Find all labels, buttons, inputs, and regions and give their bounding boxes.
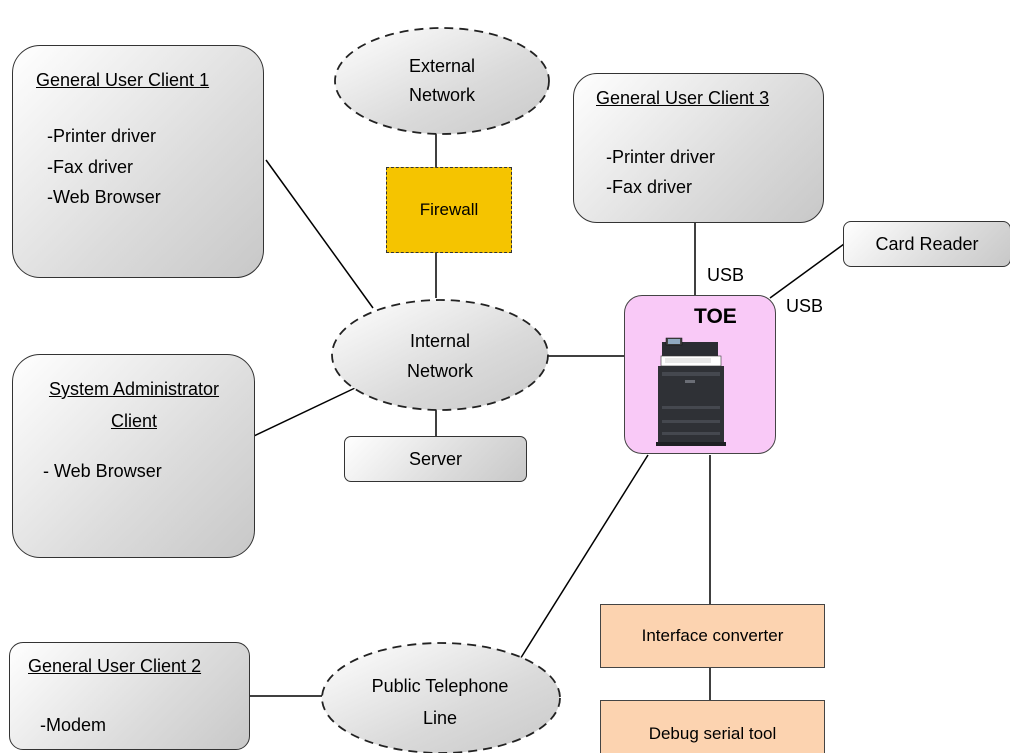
- firewall-node: Firewall: [386, 167, 512, 253]
- external-network-cloud: [334, 27, 550, 135]
- link-toe-public-line: [511, 454, 649, 673]
- server-node: Server: [344, 436, 527, 482]
- admin-title: System Administrator Client: [48, 379, 220, 431]
- interface-converter-label: Interface converter: [641, 626, 784, 645]
- client3-item-printer-driver: -Printer driver: [606, 147, 716, 167]
- usb-label-client3: USB: [707, 265, 745, 285]
- internal-network-cloud: [331, 299, 549, 411]
- general-user-client-2: [9, 642, 250, 750]
- system-administrator-client: [12, 354, 255, 558]
- client2-title: General User Client 2: [28, 656, 202, 676]
- public-telephone-cloud: [321, 642, 561, 753]
- client3-item-fax-driver: -Fax driver: [606, 177, 693, 197]
- client1-item-web-browser: -Web Browser: [47, 187, 161, 207]
- general-user-client-3: [573, 73, 824, 223]
- client1-item-printer-driver: -Printer driver: [47, 126, 157, 146]
- client1-title: General User Client 1: [36, 70, 210, 90]
- debug-serial-tool-node: Debug serial tool: [600, 700, 825, 753]
- admin-item-web-browser: - Web Browser: [43, 461, 162, 481]
- link-admin-internal: [253, 387, 356, 437]
- public-telephone-label: Public Telephone Line: [371, 676, 509, 728]
- interface-converter-node: Interface converter: [600, 604, 825, 668]
- internal-network-label: Internal Network: [406, 331, 473, 381]
- card-reader-node: Card Reader: [843, 221, 1010, 267]
- firewall-label: Firewall: [419, 200, 479, 219]
- server-label: Server: [408, 448, 462, 469]
- client3-title: General User Client 3: [596, 88, 770, 108]
- link-cardreader-toe: [769, 243, 845, 299]
- debug-serial-tool-label: Debug serial tool: [648, 724, 777, 743]
- usb-label-card-reader: USB: [786, 296, 824, 316]
- toe-label: TOE: [694, 305, 737, 328]
- general-user-client-1: [12, 45, 264, 278]
- client2-item-modem: -Modem: [40, 715, 107, 735]
- card-reader-label: Card Reader: [875, 233, 979, 254]
- client1-item-fax-driver: -Fax driver: [47, 157, 134, 177]
- link-client1-internal: [265, 159, 374, 309]
- external-network-label: External Network: [408, 56, 476, 105]
- multifunction-printer-icon: [656, 337, 726, 446]
